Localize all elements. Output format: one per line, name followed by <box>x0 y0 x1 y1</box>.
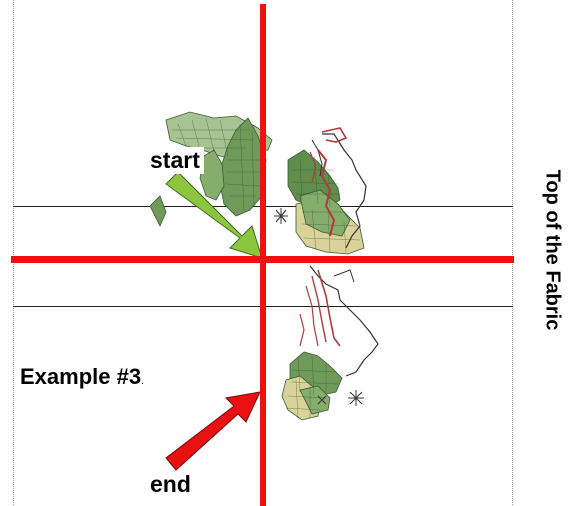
lower-tree-cluster <box>281 351 343 421</box>
end-label: end <box>150 471 191 497</box>
example-title: Example #3 <box>20 364 142 389</box>
lower-stitch-texture <box>285 355 339 419</box>
snowflake-lower-icon <box>317 390 364 406</box>
hoop-frame <box>13 0 513 505</box>
upper-mountain-outline <box>309 127 367 249</box>
lower-mountain-outline <box>299 265 379 377</box>
vertical-center-axis <box>260 4 266 506</box>
example-label: Example #3. <box>20 364 144 390</box>
start-label: start <box>146 147 204 174</box>
end-arrow-icon <box>165 391 261 471</box>
fabric-top-label: Top of the Fabric <box>541 169 564 331</box>
start-arrow-icon <box>165 171 263 259</box>
example-dot: . <box>141 376 144 387</box>
snowflake-upper-icon <box>274 208 288 224</box>
